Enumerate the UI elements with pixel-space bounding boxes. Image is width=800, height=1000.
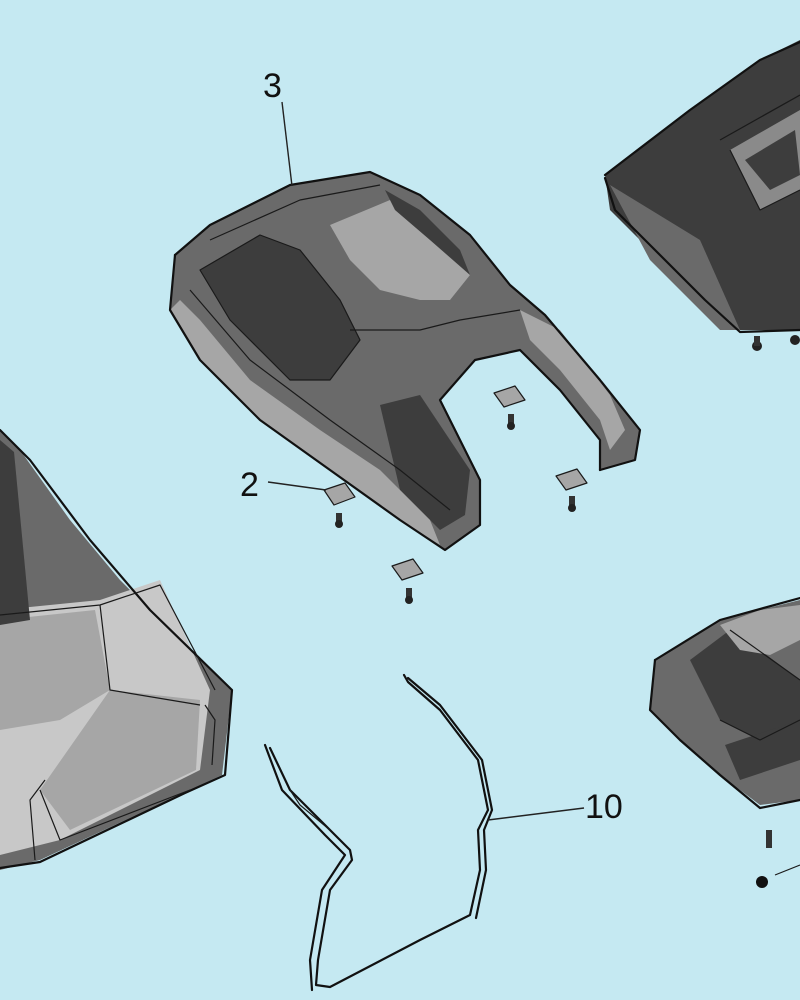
leader-line-2 xyxy=(267,481,327,491)
clip-part-2-d xyxy=(391,558,424,604)
rear-flap-part-3 xyxy=(168,170,642,552)
callout-number-2: 2 xyxy=(240,466,259,504)
leader-line-3 xyxy=(281,101,293,187)
engine-cover-top xyxy=(603,40,800,351)
clip-part-2-c xyxy=(555,468,588,512)
clip-part-2-b xyxy=(493,385,526,430)
callout-number-10: 10 xyxy=(585,788,623,826)
callout-number-3: 3 xyxy=(263,67,282,105)
grass-bag-body xyxy=(0,428,234,870)
clip-part-2 xyxy=(323,482,356,528)
leader-line-10 xyxy=(487,807,585,821)
engine-cover-bottom xyxy=(648,596,800,888)
bag-frame-part-10 xyxy=(263,673,494,992)
